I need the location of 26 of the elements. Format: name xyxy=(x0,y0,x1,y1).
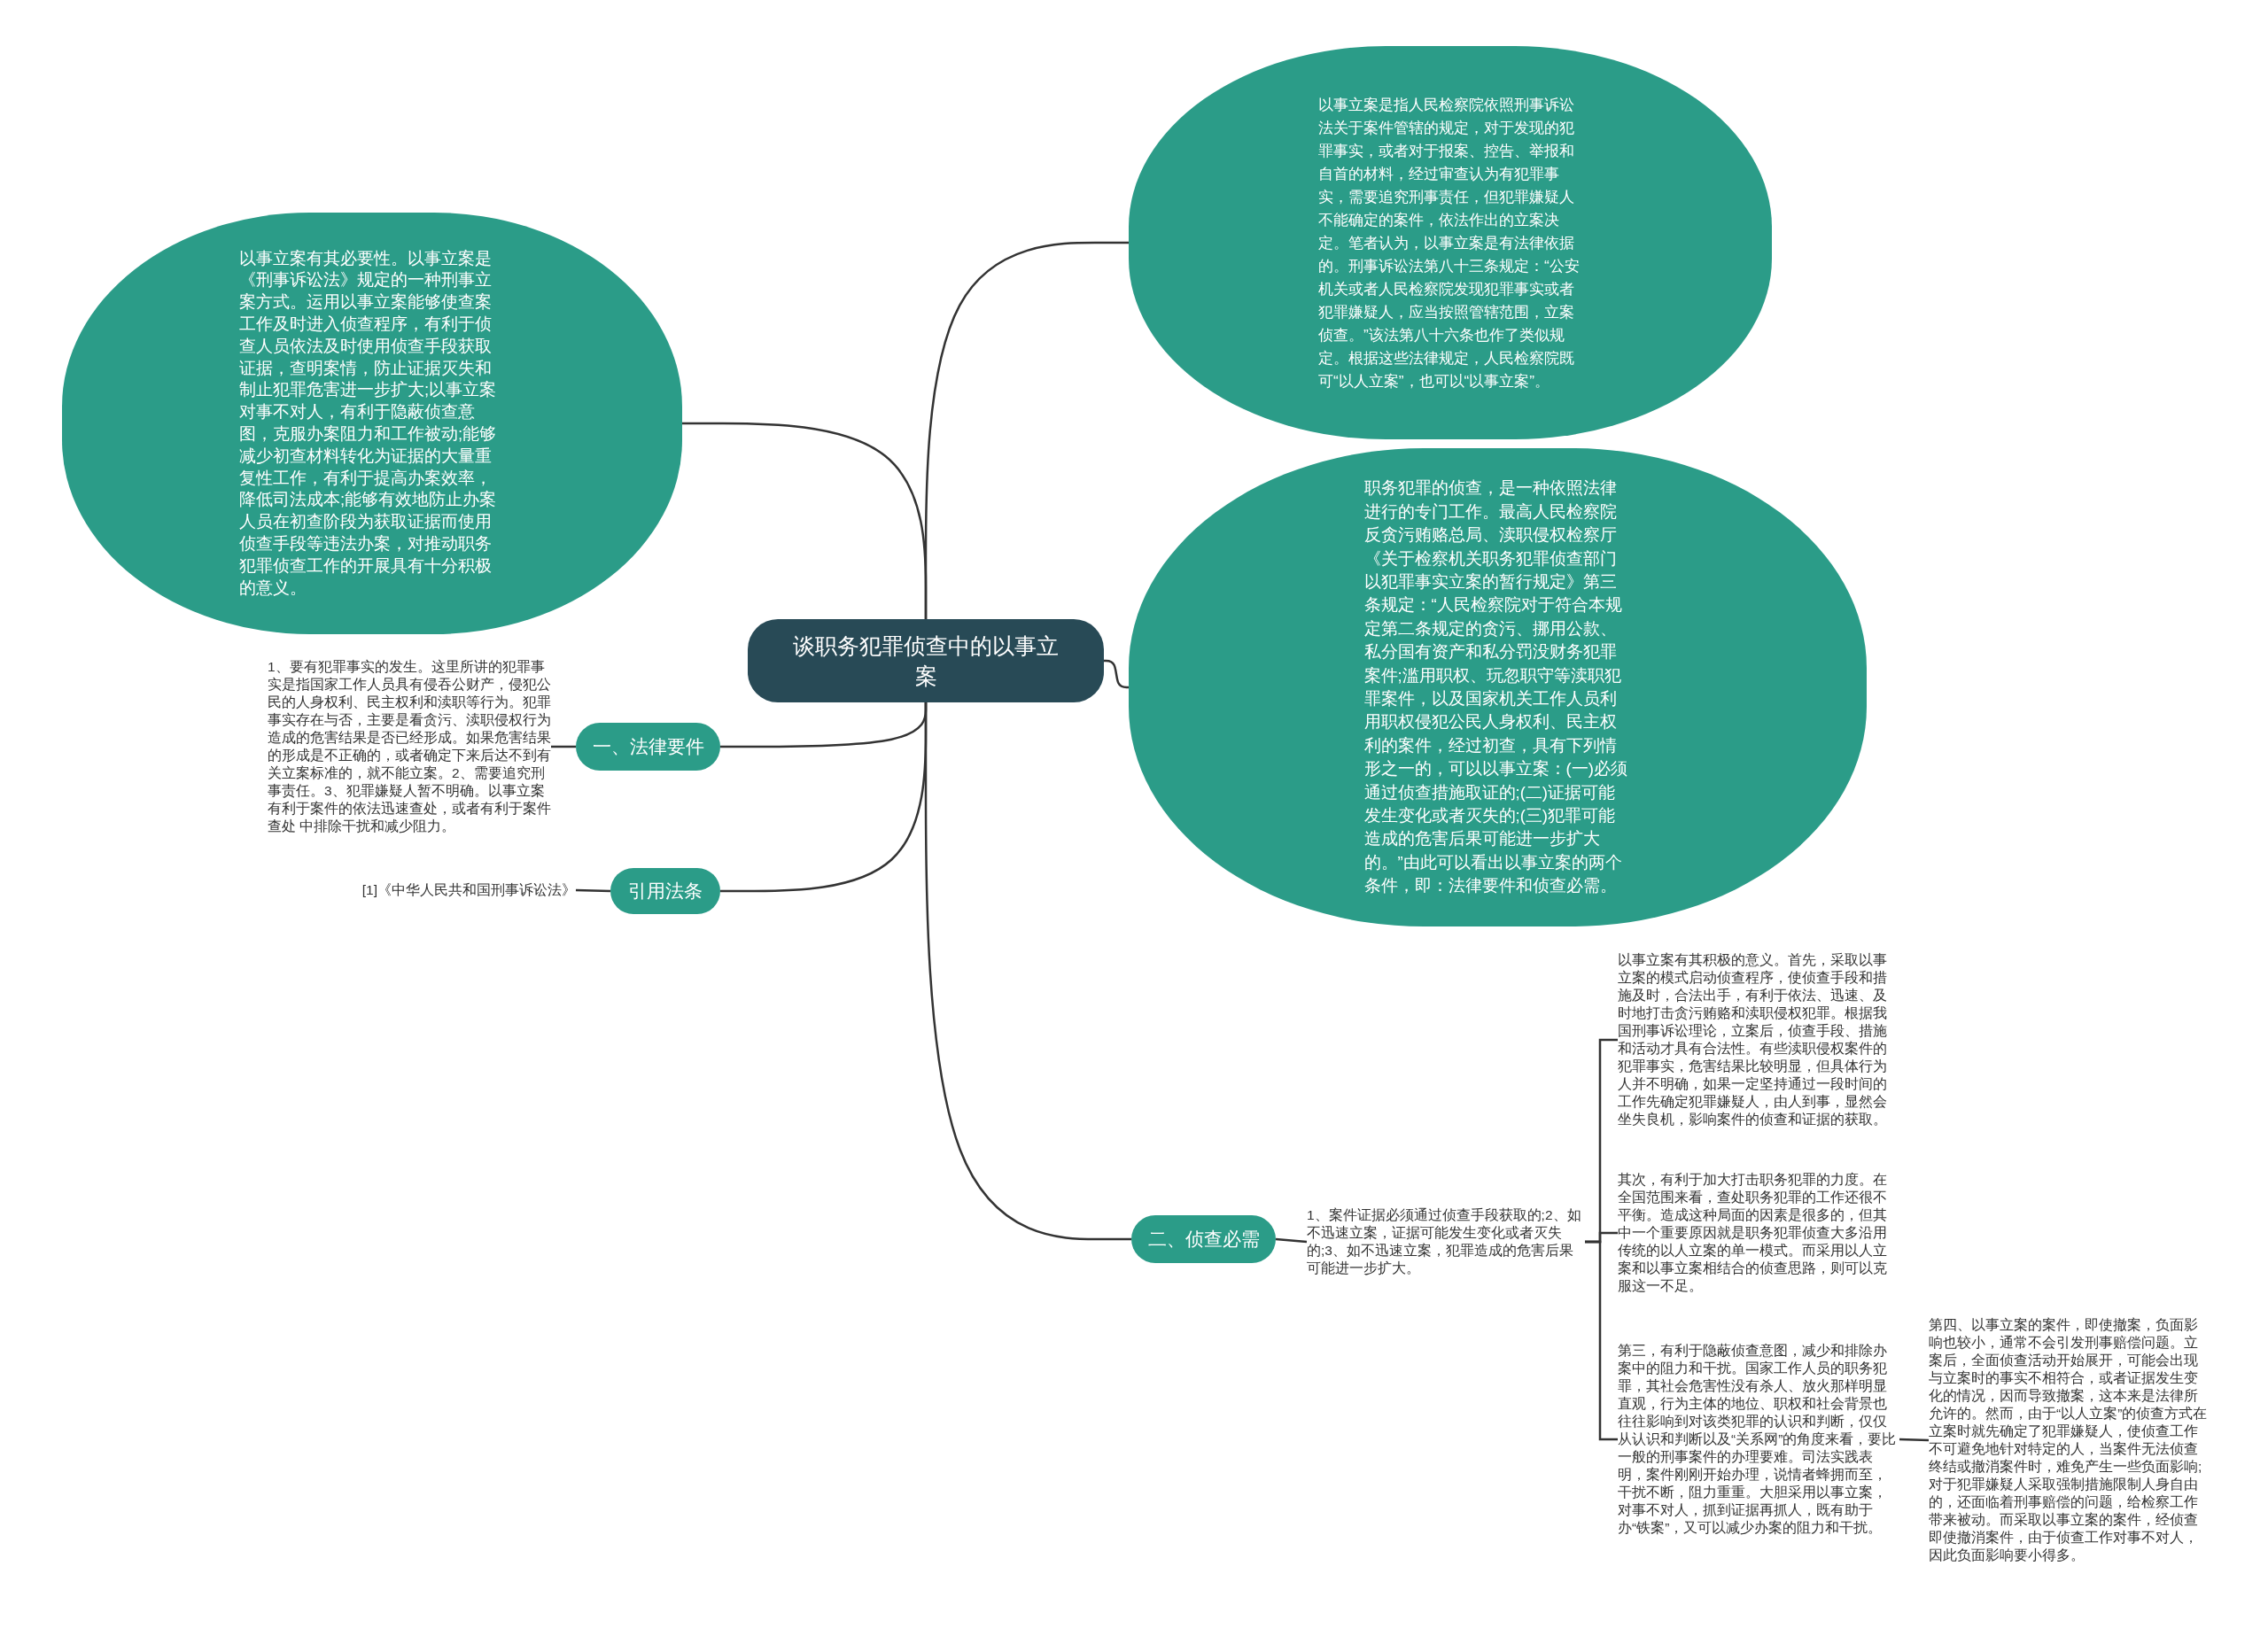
branch-topic xyxy=(576,723,720,771)
topic-label: 一、法律要件 xyxy=(592,735,704,758)
branch-topic xyxy=(610,868,720,914)
note-text: 1、要有犯罪事实的发生。这里所讲的犯罪事实是指国家工作人员具有侵吞公财产，侵犯公民的人身权利、民主权利和渎职等行为。犯罪事实存在与否，主要是看贪污、渎职侵权行为造成的危害结果是否已经形成。如果危害结果的形成是不正确的，或者确定下来后达不到有关立案标准的，就不能立案。2、需要追究刑事责任。3、犯罪嫌疑人暂不明确。以事立案有利于案件的依法迅速查处，或者有利于案件查处 中排除干扰和减少阻力。 xyxy=(268,658,551,835)
connector-line xyxy=(551,745,576,748)
connector-line xyxy=(1275,1237,1308,1244)
topic-text: 职务犯罪的侦查，是一种依照法律进行的专门工作。最高人民检察院反贪污贿赂总局、渎职侵权检察厅《关于检察机关职务犯罪侦查部门以犯罪事实立案的暂行规定》第三条规定：“人民检察院对于符合本规定第二条规定的贪污、挪用公款、私分国有资产和私分罚没财务犯罪案件;滥用职权、玩忽职守等渎职犯罪案件，以及国家机关工作人员利用职权侵犯公民人身权利、民主权利的案件，经过初查，具有下列情形之一的，可以以事立案：(一)必须通过侦查措施取证的;(二)证据可能发生变化或者灭失的;(三)犯罪可能造成的危害后果可能进一步扩大的。”由此可以看出以事立案的两个条件，即：法律要件和侦查必需。 xyxy=(1363,477,1628,897)
connector-line xyxy=(1899,1438,1930,1442)
branch-topic xyxy=(1131,1215,1276,1263)
connector-line xyxy=(575,888,611,893)
connector-line xyxy=(1585,1240,1618,1441)
note-text: 第四、以事立案的案件，即使撤案，负面影响也较小，通常不会引发刑事赔偿问题。立案后，全面侦查活动开始展开，可能会出现与立案时的事实不相符合，或者证据发生变化的情况，因而导致撤案，这本来是法律所允许的。然而，由于“以人立案”的侦查方式在立案时就先确定了犯罪嫌疑人，使侦查工作不可避免地针对特定的人，当案件无法侦查终结或撤消案件时，难免产生一些负面影响;对于犯罪嫌疑人采取强制措施限制人身自由的，还面临着刑事赔偿的问题，给检察工作带来被动。而采取以事立案的案件，经侦查即使撤消案件，由于侦查工作对事不对人，因此负面影响要小得多。 xyxy=(1929,1316,2210,1564)
note-text: [1]《中华人民共和国刑事诉讼法》 xyxy=(319,881,576,899)
central-topic xyxy=(748,619,1104,702)
topic-label: 引用法条 xyxy=(628,880,703,903)
note-text: 第三，有利于隐蔽侦查意图，减少和排除办案中的阻力和干扰。国家工作人员的职务犯罪，其社会危害性没有杀人、放火那样明显直观，行为主体的地位、职权和社会背景也往往影响到对该类犯罪的认识和判断，仅仅从认识和判断以及“关系网”的角度来看，要比一般的刑事案件的办理要难。司法实践表明，案件刚刚开始办理，说情者蜂拥而至，干扰不断，阻力重重。大胆采用以事立案，对事不对人，抓到证据再抓人，既有助于办“铁案”，又可以减少办案的阻力和干扰。 xyxy=(1618,1342,1899,1537)
topic-text: 以事立案是指人民检察院依照刑事诉讼法关于案件管辖的规定，对于发现的犯罪事实，或者对于报案、控告、举报和自首的材料，经过审查认为有犯罪事实，需要追究刑事责任，但犯罪嫌疑人不能确定的案件，依法作出的立案决定。笔者认为，以事立案是有法律依据的。刑事诉讼法第八十三条规定：“公安机关或者人民检察院发现犯罪事实或者犯罪嫌疑人，应当按照管辖范围，立案侦查。”该法第八十六条也作了类似规定。根据这些法律规定，人民检察院既可“以人立案”，也可以“以事立案”。 xyxy=(1318,95,1581,391)
connector-line xyxy=(1104,659,1129,689)
topic-label: 谈职务犯罪侦查中的以事立案 xyxy=(793,632,1059,690)
note-text: 以事立案有其积极的意义。首先，采取以事立案的模式启动侦查程序，使侦查手段和措施及时，合法出手，有利于依法、迅速、及时地打击贪污贿赂和渎职侵权犯罪。根据我国刑事诉讼理论，立案后，侦查手段、措施和活动才具有合法性。有些渎职侵权案件的犯罪事实，危害结果比较明显，但具体行为人并不明确，如果一定坚持通过一段时间的工作先确定犯罪嫌疑人，由人到事，显然会坐失良机，影响案件的侦查和证据的获取。 xyxy=(1618,951,1899,1128)
note-text: 1、案件证据必须通过侦查手段获取的;2、如不迅速立案，证据可能发生变化或者灭失的;3、如不迅速立案，犯罪造成的危害后果可能进一步扩大。 xyxy=(1307,1206,1585,1277)
topic-label: 二、侦查必需 xyxy=(1147,1228,1260,1251)
connector-line xyxy=(924,241,1129,619)
connector-line xyxy=(924,702,1131,1241)
topic-text: 以事立案有其必要性。以事立案是《刑事诉讼法》规定的一种刑事立案方式。运用以事立案能够使查案工作及时进入侦查程序，有利于侦查人员依法及时使用侦查手段获取证据，查明案情，防止证据灭失和制止犯罪危害进一步扩大;以事立案对事不对人，有利于隐蔽侦查意图，克服办案阻力和工作被动;能够减少初查材料转化为证据的大量重复性工作，有利于提高办案效率，降低司法成本;能够有效地防止办案人员在初查阶段为获取证据而使用侦查手段等违法办案，对推动职务犯罪侦查工作的开展具有十分积极的意义。 xyxy=(239,247,498,599)
note-text: 其次，有利于加大打击职务犯罪的力度。在全国范围来看，查处职务犯罪的工作还很不平衡。造成这种局面的因素是很多的，但其中一个重要原因就是职务犯罪侦查大多沿用传统的以人立案的单一模式。而采用以人立案和以事立案相结合的侦查思路，则可以克服这一不足。 xyxy=(1618,1171,1899,1295)
